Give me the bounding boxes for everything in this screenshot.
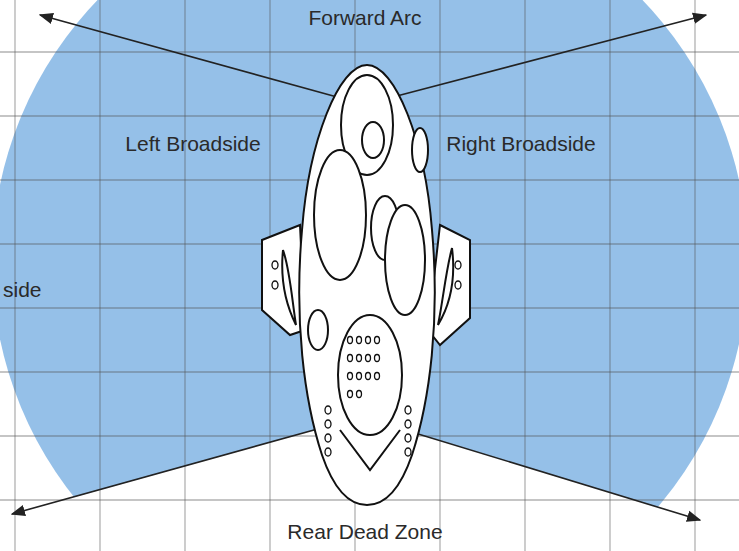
porthole bbox=[348, 391, 353, 398]
porthole bbox=[375, 355, 380, 362]
wing-detail bbox=[438, 248, 453, 325]
wing-detail bbox=[282, 250, 296, 325]
zone-label: Left Broadside bbox=[123, 132, 263, 156]
hull-pod bbox=[385, 205, 425, 315]
porthole bbox=[405, 434, 411, 442]
arc-arrow bbox=[393, 15, 706, 97]
porthole bbox=[405, 406, 411, 414]
porthole bbox=[366, 373, 371, 380]
porthole bbox=[357, 391, 362, 398]
grid-line bbox=[609, 0, 610, 551]
grid-line bbox=[524, 0, 525, 551]
porthole bbox=[375, 337, 380, 344]
porthole bbox=[325, 434, 331, 442]
porthole bbox=[325, 406, 331, 414]
porthole bbox=[325, 420, 331, 428]
porthole bbox=[272, 281, 278, 289]
arc-arrow bbox=[12, 425, 332, 514]
porthole bbox=[455, 261, 461, 269]
porthole bbox=[348, 337, 353, 344]
grid-line bbox=[14, 0, 15, 551]
hull bbox=[299, 65, 435, 505]
porthole bbox=[375, 373, 380, 380]
zone-label: Forward Arc bbox=[265, 6, 465, 30]
porthole bbox=[357, 373, 362, 380]
arc-arrow bbox=[405, 430, 700, 520]
porthole bbox=[357, 355, 362, 362]
porthole bbox=[405, 420, 411, 428]
hull-pod bbox=[308, 310, 328, 350]
hull-pod bbox=[314, 150, 366, 280]
porthole bbox=[325, 448, 331, 456]
porthole bbox=[348, 355, 353, 362]
porthole bbox=[405, 448, 411, 456]
porthole bbox=[455, 281, 461, 289]
grid-line bbox=[0, 51, 739, 52]
aft-fin bbox=[340, 430, 400, 470]
grid-line bbox=[694, 0, 695, 551]
hull-pod bbox=[362, 122, 384, 158]
zone-label: Right Broadside bbox=[446, 132, 596, 156]
arc-arrow bbox=[40, 15, 337, 97]
hull-pod bbox=[412, 128, 428, 172]
hull-portholes bbox=[272, 261, 461, 456]
grid-line bbox=[184, 0, 185, 551]
porthole bbox=[348, 373, 353, 380]
aft-section bbox=[338, 315, 402, 435]
porthole bbox=[272, 261, 278, 269]
porthole bbox=[366, 337, 371, 344]
starship bbox=[262, 65, 470, 505]
grid-line bbox=[99, 0, 100, 551]
arc-boundary-arrows bbox=[12, 15, 706, 520]
porthole bbox=[357, 337, 362, 344]
porthole bbox=[366, 355, 371, 362]
zone-label: Rear Dead Zone bbox=[245, 520, 485, 544]
zone-label: side bbox=[3, 278, 83, 302]
